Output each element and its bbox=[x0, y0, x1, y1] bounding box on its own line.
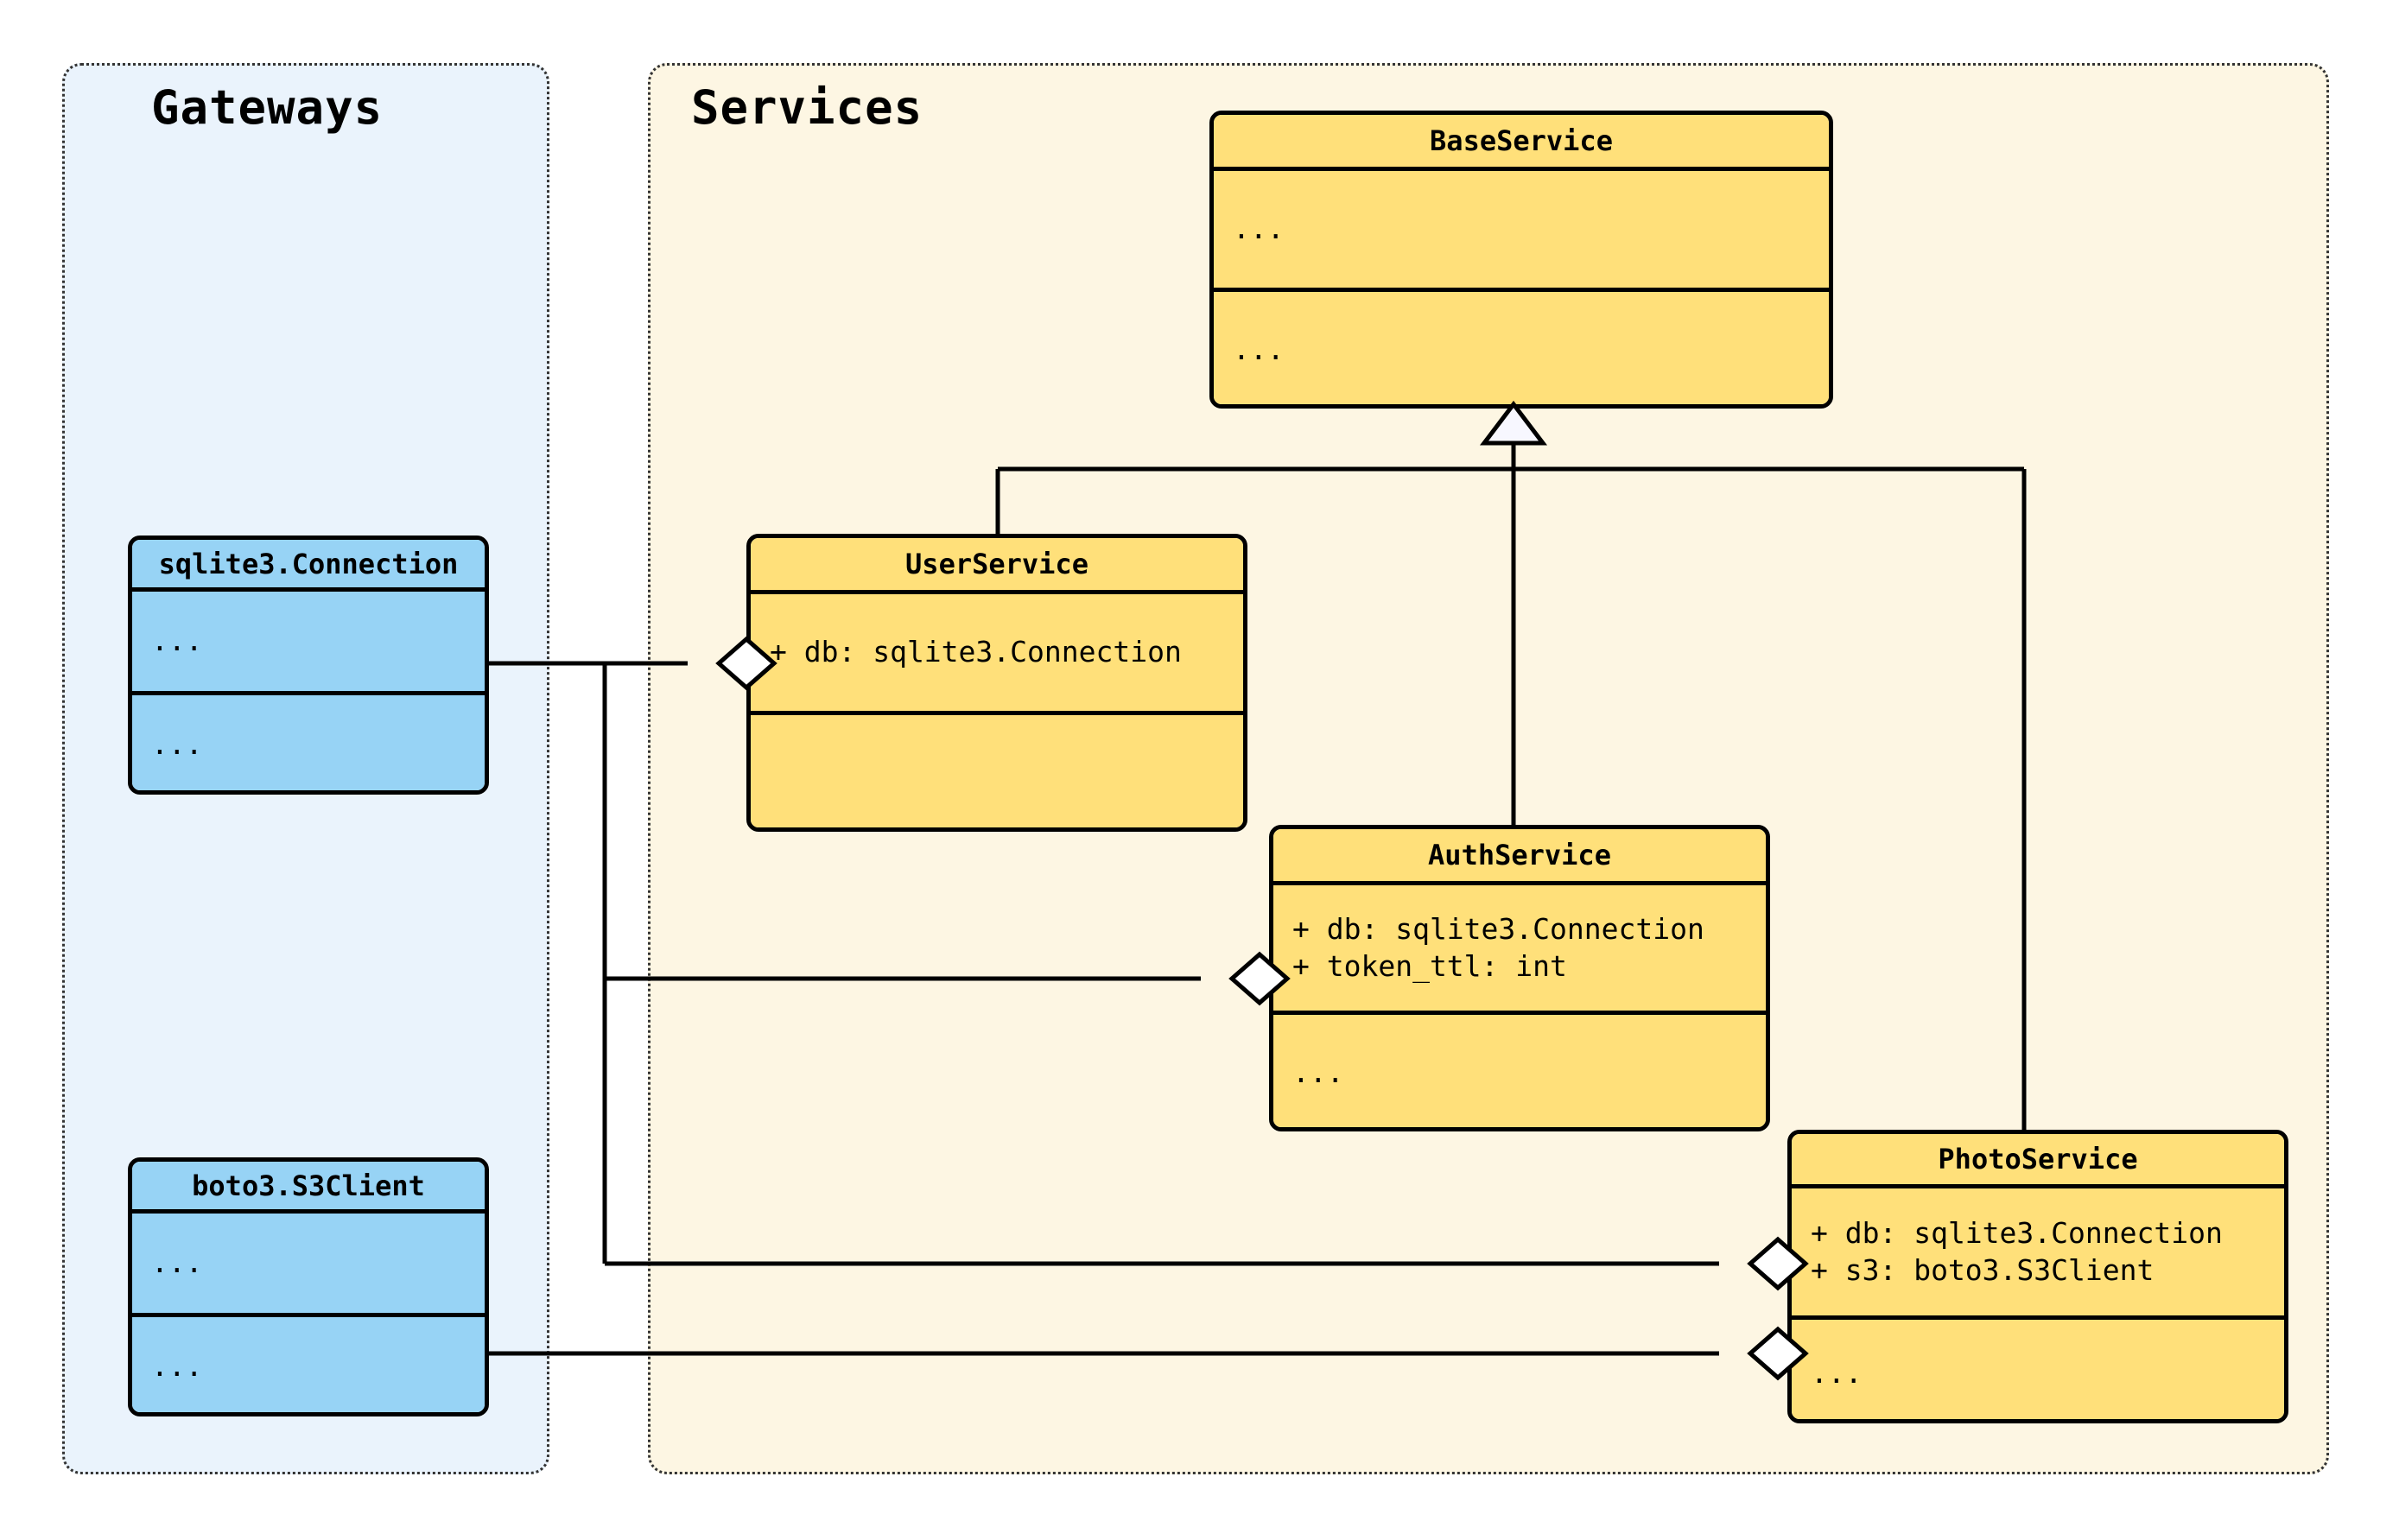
attribute-line: ... bbox=[151, 1245, 203, 1280]
class-attributes-photo-service: + db: sqlite3.Connection + s3: boto3.S3C… bbox=[1792, 1184, 2284, 1315]
class-box-photo-service[interactable]: PhotoService + db: sqlite3.Connection + … bbox=[1787, 1130, 2288, 1423]
method-line: ... bbox=[1811, 1356, 1863, 1391]
method-line: ... bbox=[1233, 333, 1285, 367]
class-box-sqlite-connection[interactable]: sqlite3.Connection ... ... bbox=[128, 536, 489, 795]
attribute-line: ... bbox=[1233, 212, 1285, 246]
class-attributes-base-service: ... bbox=[1214, 167, 1829, 288]
class-methods-base-service: ... bbox=[1214, 288, 1829, 404]
class-attributes-sqlite-connection: ... bbox=[132, 587, 485, 691]
class-methods-auth-service: ... bbox=[1273, 1011, 1766, 1127]
class-name-boto3-s3client: boto3.S3Client bbox=[132, 1162, 485, 1209]
method-line: ... bbox=[151, 727, 203, 762]
attribute-line: + token_ttl: int bbox=[1292, 948, 1567, 983]
class-methods-boto3-s3client: ... bbox=[132, 1313, 485, 1412]
attribute-line: ... bbox=[151, 624, 203, 658]
class-attributes-auth-service: + db: sqlite3.Connection + token_ttl: in… bbox=[1273, 881, 1766, 1011]
class-name-sqlite-connection: sqlite3.Connection bbox=[132, 540, 485, 587]
method-line: ... bbox=[151, 1349, 203, 1384]
class-box-user-service[interactable]: UserService + db: sqlite3.Connection bbox=[746, 534, 1247, 832]
class-attributes-boto3-s3client: ... bbox=[132, 1209, 485, 1313]
class-box-boto3-s3client[interactable]: boto3.S3Client ... ... bbox=[128, 1157, 489, 1416]
class-box-auth-service[interactable]: AuthService + db: sqlite3.Connection + t… bbox=[1269, 825, 1770, 1131]
attribute-line: + db: sqlite3.Connection bbox=[770, 635, 1182, 669]
class-methods-photo-service: ... bbox=[1792, 1315, 2284, 1419]
class-name-user-service: UserService bbox=[751, 538, 1243, 590]
method-line: ... bbox=[1292, 1055, 1344, 1090]
class-methods-sqlite-connection: ... bbox=[132, 691, 485, 790]
attribute-line: + db: sqlite3.Connection bbox=[1292, 912, 1704, 947]
class-attributes-user-service: + db: sqlite3.Connection bbox=[751, 590, 1243, 711]
attribute-line: + db: sqlite3.Connection bbox=[1811, 1216, 2223, 1251]
class-name-photo-service: PhotoService bbox=[1792, 1134, 2284, 1184]
attribute-line: + s3: boto3.S3Client bbox=[1811, 1252, 2155, 1287]
class-methods-user-service bbox=[751, 711, 1243, 827]
class-name-auth-service: AuthService bbox=[1273, 829, 1766, 881]
package-gateways-title: Gateways bbox=[151, 80, 384, 135]
class-box-base-service[interactable]: BaseService ... ... bbox=[1209, 111, 1833, 409]
class-name-base-service: BaseService bbox=[1214, 115, 1829, 167]
package-services-title: Services bbox=[691, 80, 923, 135]
